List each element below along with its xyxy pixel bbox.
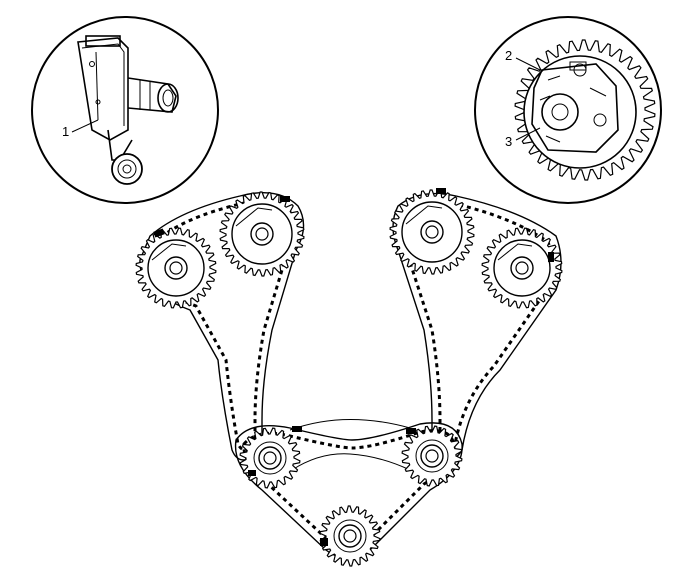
actuator-vane [235, 207, 273, 227]
left-intake-sprocket [135, 227, 217, 309]
callout-2: 2 [505, 48, 512, 63]
sprocket-bolt [263, 451, 277, 465]
timing-marks [153, 188, 554, 546]
left-idler-sprocket [239, 427, 301, 489]
camshaft-position-sensor-icon [77, 35, 179, 185]
sprocket-bolt [515, 261, 529, 275]
sprocket-bolt [255, 227, 269, 241]
right-exhaust-sprocket [481, 227, 563, 309]
camshaft-actuator-icon [514, 39, 656, 181]
actuator-vane [497, 243, 533, 261]
timing-chain-assembly [135, 188, 563, 567]
right-idler-sprocket [401, 425, 463, 487]
sprocket-bolt [425, 449, 439, 463]
actuator-vane [151, 243, 187, 261]
inset-actuator-detail: 2 3 [474, 16, 662, 204]
left-exhaust-sprocket [219, 191, 305, 277]
sprocket-bolt [169, 261, 183, 275]
right-bank-chain [392, 192, 562, 462]
inset-sensor-detail: 1 [31, 16, 219, 204]
callout-3: 3 [505, 134, 512, 149]
crankshaft-sprocket [319, 505, 381, 567]
right-intake-sprocket [389, 189, 475, 275]
actuator-vane [405, 205, 443, 225]
callout-1: 1 [62, 124, 69, 139]
sprocket-bolt [425, 225, 439, 239]
sprocket-bolt [343, 529, 357, 543]
